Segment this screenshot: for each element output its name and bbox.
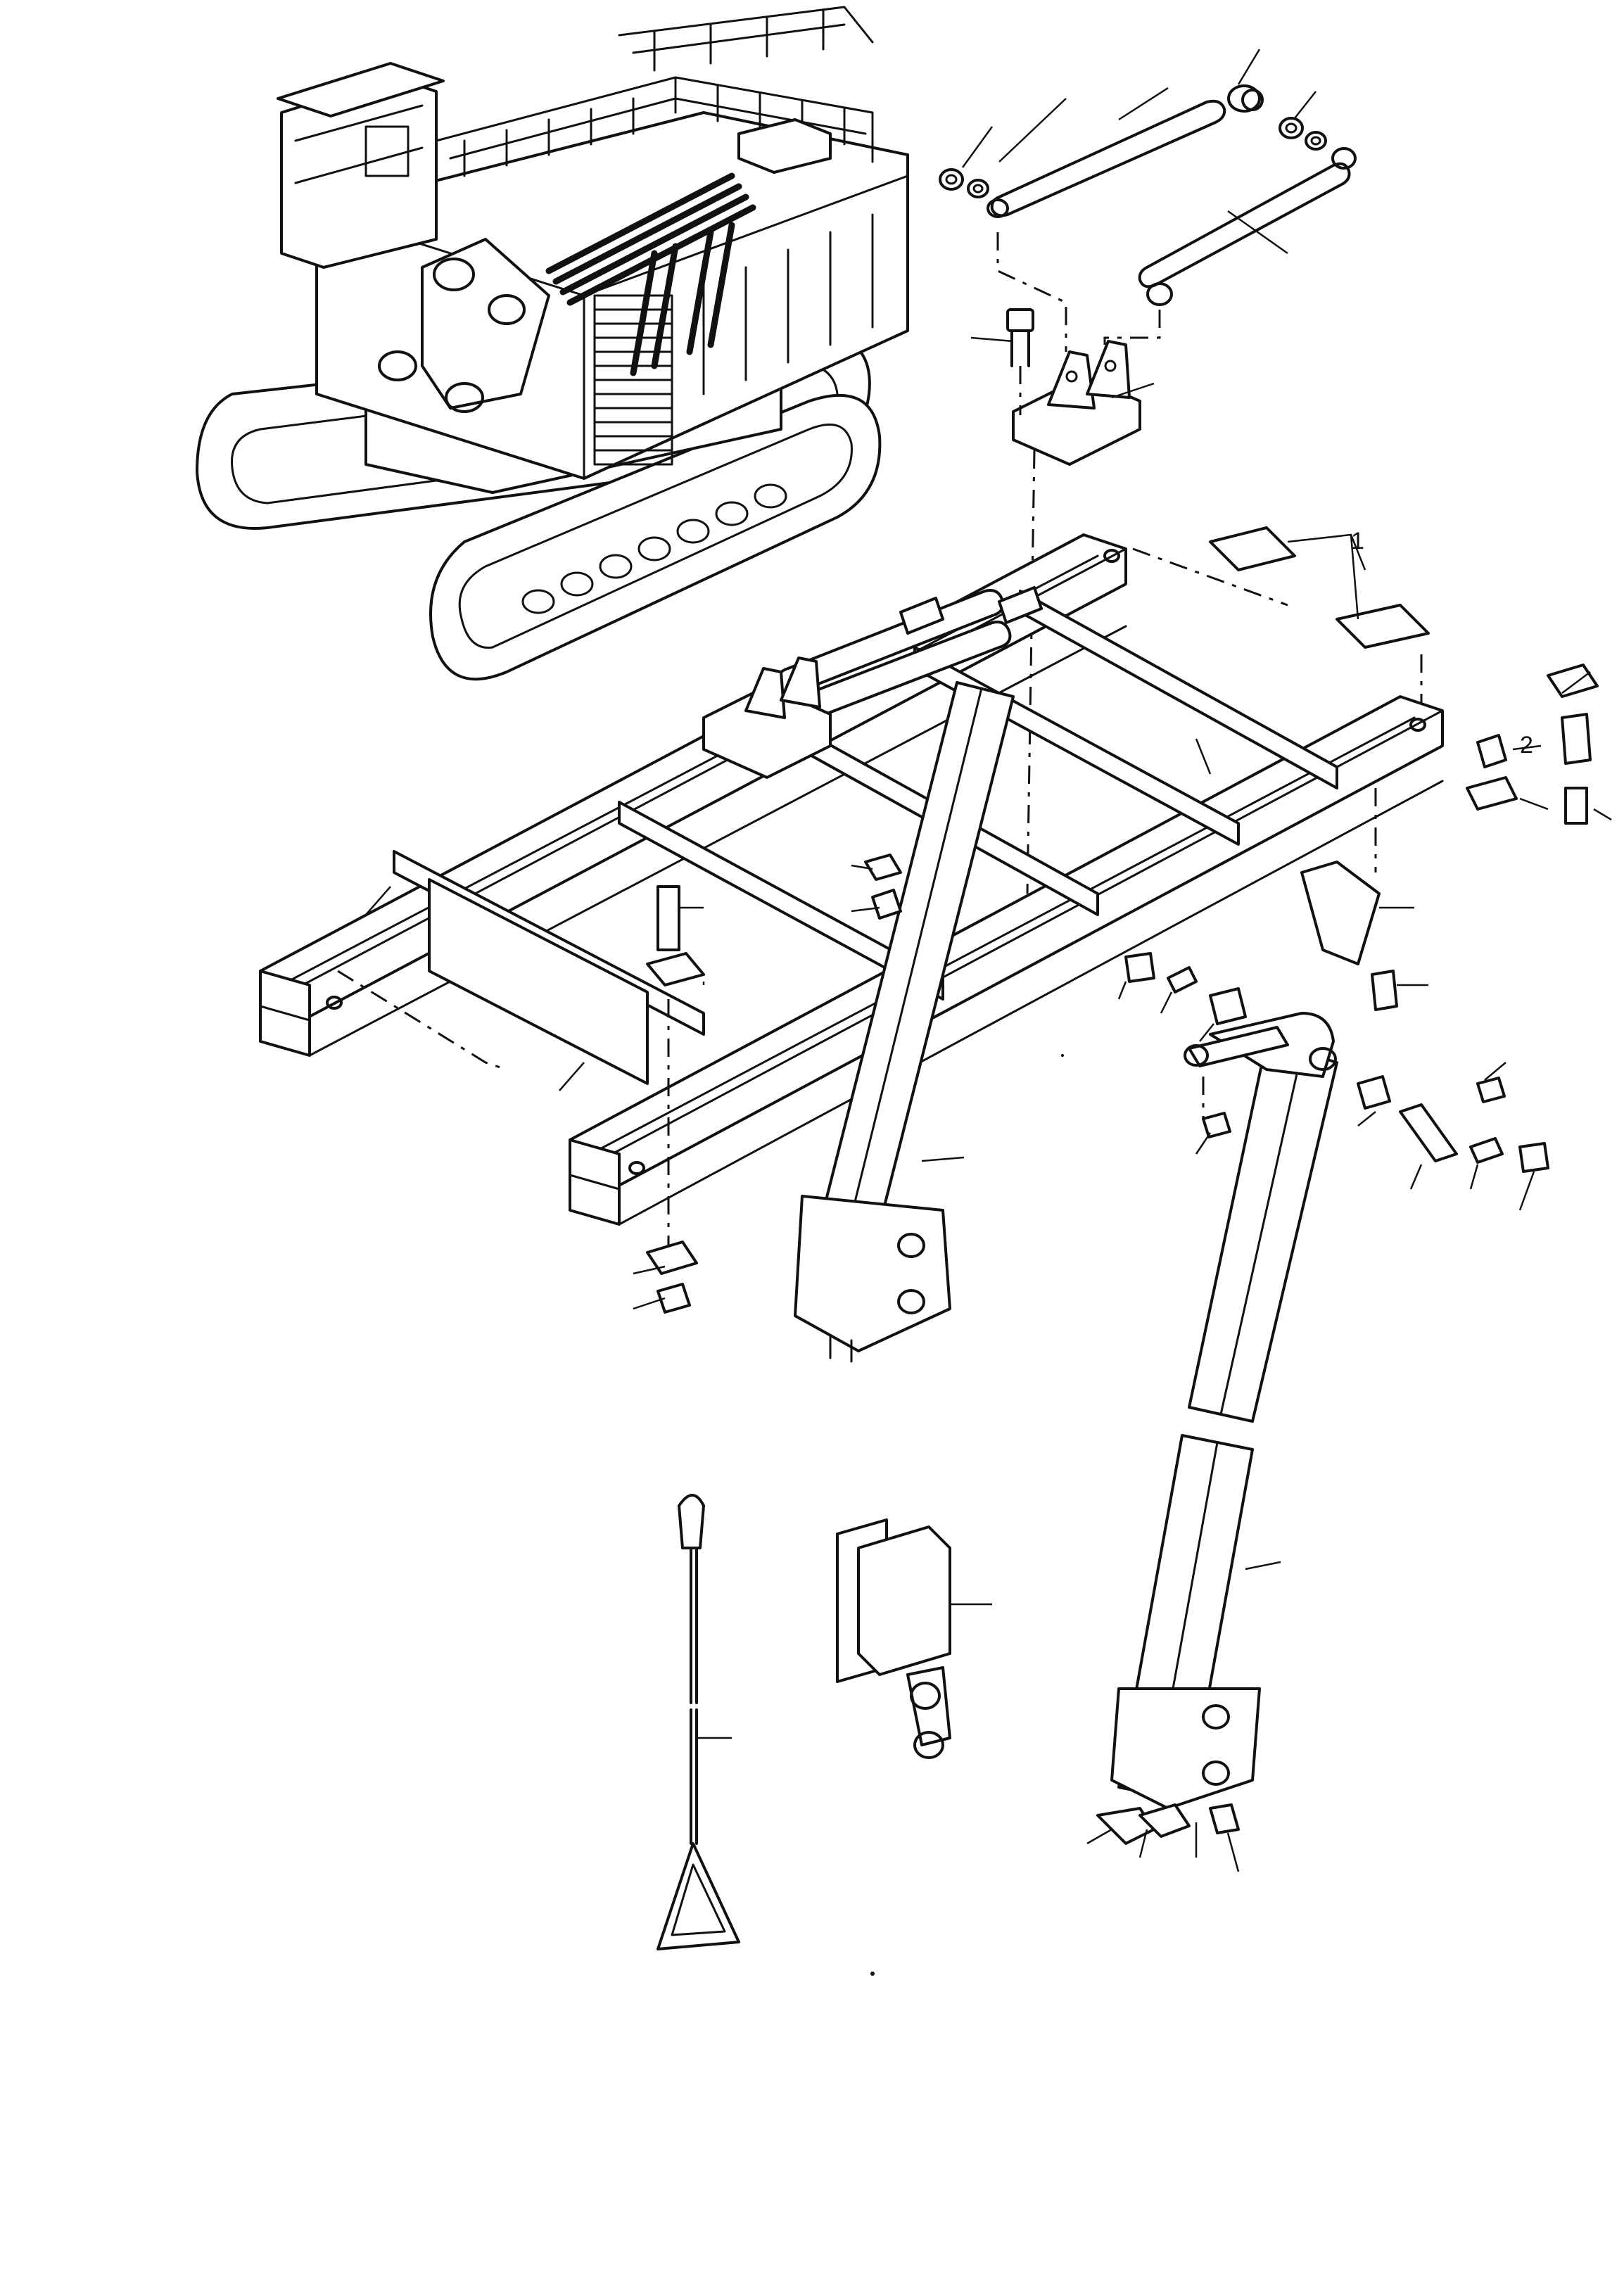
track-rollers xyxy=(521,483,787,614)
end-cross-web xyxy=(428,878,649,1085)
lower-rod-end xyxy=(1146,282,1173,306)
right-bolt xyxy=(1564,787,1588,825)
bushing xyxy=(1209,987,1247,1025)
boom-foot xyxy=(421,238,550,410)
pin-bolt-right xyxy=(1518,1142,1549,1173)
lower-tie-rod xyxy=(1138,162,1351,288)
pad-plate-upper xyxy=(1209,526,1296,571)
upper-tie-rod xyxy=(990,99,1226,217)
highlighted-ladder-assembly xyxy=(545,172,756,376)
tie-rod-loop xyxy=(678,1494,705,1549)
tie-rod-shank xyxy=(690,1547,698,1704)
inclined-struts xyxy=(794,681,1338,1810)
lower-parts xyxy=(656,1494,1240,1950)
callout-2: 2 xyxy=(1520,732,1533,759)
tie-rod-assembly xyxy=(939,84,1357,894)
left-strut-foot xyxy=(794,1195,951,1352)
right-strut-foot xyxy=(1110,1687,1261,1810)
pin-collar xyxy=(1357,1075,1391,1110)
bracket-bolt-right xyxy=(1371,970,1398,1011)
bottom-nut xyxy=(656,1283,691,1314)
small-nut-left xyxy=(1202,1112,1231,1138)
upper-rod-end-right xyxy=(1227,84,1261,113)
pad-plate-lower xyxy=(1336,604,1430,649)
bracket-bolt xyxy=(1006,308,1034,367)
small-nut-right xyxy=(1476,1077,1506,1103)
switch-lever xyxy=(906,1666,951,1746)
plate-bolt xyxy=(656,885,680,951)
spacer-nut xyxy=(1476,734,1507,768)
leader-lines xyxy=(365,49,1612,1872)
cab-roof xyxy=(277,62,445,118)
right-washer xyxy=(1547,664,1599,698)
angle-bracket xyxy=(1300,861,1381,965)
print-speck xyxy=(870,1972,875,1976)
spacer-tube xyxy=(1561,713,1592,765)
long-pin xyxy=(1399,1103,1458,1162)
latch-pin xyxy=(1209,1803,1240,1834)
lock-plate xyxy=(1167,966,1198,994)
battery-box xyxy=(737,118,832,174)
bottom-washer xyxy=(646,1240,698,1275)
right-strut-upper xyxy=(1188,1040,1338,1423)
upper-rod-end-left xyxy=(987,198,1009,218)
latch-plate xyxy=(1138,1803,1191,1838)
callout-1: 1 xyxy=(1351,528,1364,554)
mid-washer xyxy=(864,853,902,881)
pin-bolt-left xyxy=(1124,952,1155,983)
bolt-plate xyxy=(646,952,705,986)
print-speck xyxy=(1061,1054,1064,1057)
mid-nut xyxy=(871,889,902,920)
frame-hardware xyxy=(337,526,1599,1314)
lock-plate-right xyxy=(1469,1137,1504,1164)
spacer-washer xyxy=(1466,776,1518,811)
rod-hardware xyxy=(939,117,1327,198)
switch-box xyxy=(857,1525,951,1676)
tie-rod-handle xyxy=(656,1842,740,1950)
strut-link-arm xyxy=(1188,1026,1289,1067)
excavator-overview xyxy=(196,6,909,681)
